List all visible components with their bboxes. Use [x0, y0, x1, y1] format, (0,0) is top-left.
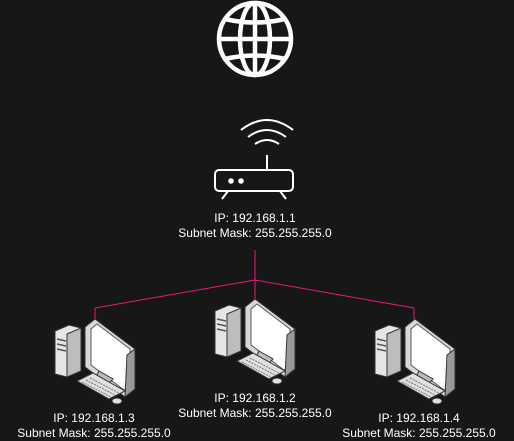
network-links [94, 250, 415, 322]
wireless-router-icon [214, 119, 294, 200]
globe-icon [216, 0, 294, 78]
computer-label-right: IP: 192.168.1.4 Subnet Mask: 255.255.255… [330, 411, 508, 441]
computer-ip: IP: 192.168.1.4 [378, 411, 460, 425]
computer-ip: IP: 192.168.1.2 [214, 391, 296, 405]
link-to-pc-right [254, 279, 415, 309]
computer-subnet: Subnet Mask: 255.255.255.0 [342, 426, 496, 440]
computer-label-center: IP: 192.168.1.2 Subnet Mask: 255.255.255… [150, 391, 360, 421]
link-to-pc-left [94, 279, 256, 309]
router-label: IP: 192.168.1.1 Subnet Mask: 255.255.255… [150, 211, 360, 241]
desktop-computer-icon-center [214, 298, 296, 385]
computer-label-left: IP: 192.168.1.3 Subnet Mask: 255.255.255… [0, 411, 188, 441]
computer-subnet: Subnet Mask: 255.255.255.0 [17, 426, 171, 440]
computer-subnet: Subnet Mask: 255.255.255.0 [178, 406, 332, 420]
router-subnet: Subnet Mask: 255.255.255.0 [178, 226, 332, 240]
router-ip: IP: 192.168.1.1 [214, 211, 296, 225]
desktop-computer-icon-left [54, 318, 136, 405]
desktop-computer-icon-right [374, 318, 456, 405]
computer-ip: IP: 192.168.1.3 [53, 411, 135, 425]
